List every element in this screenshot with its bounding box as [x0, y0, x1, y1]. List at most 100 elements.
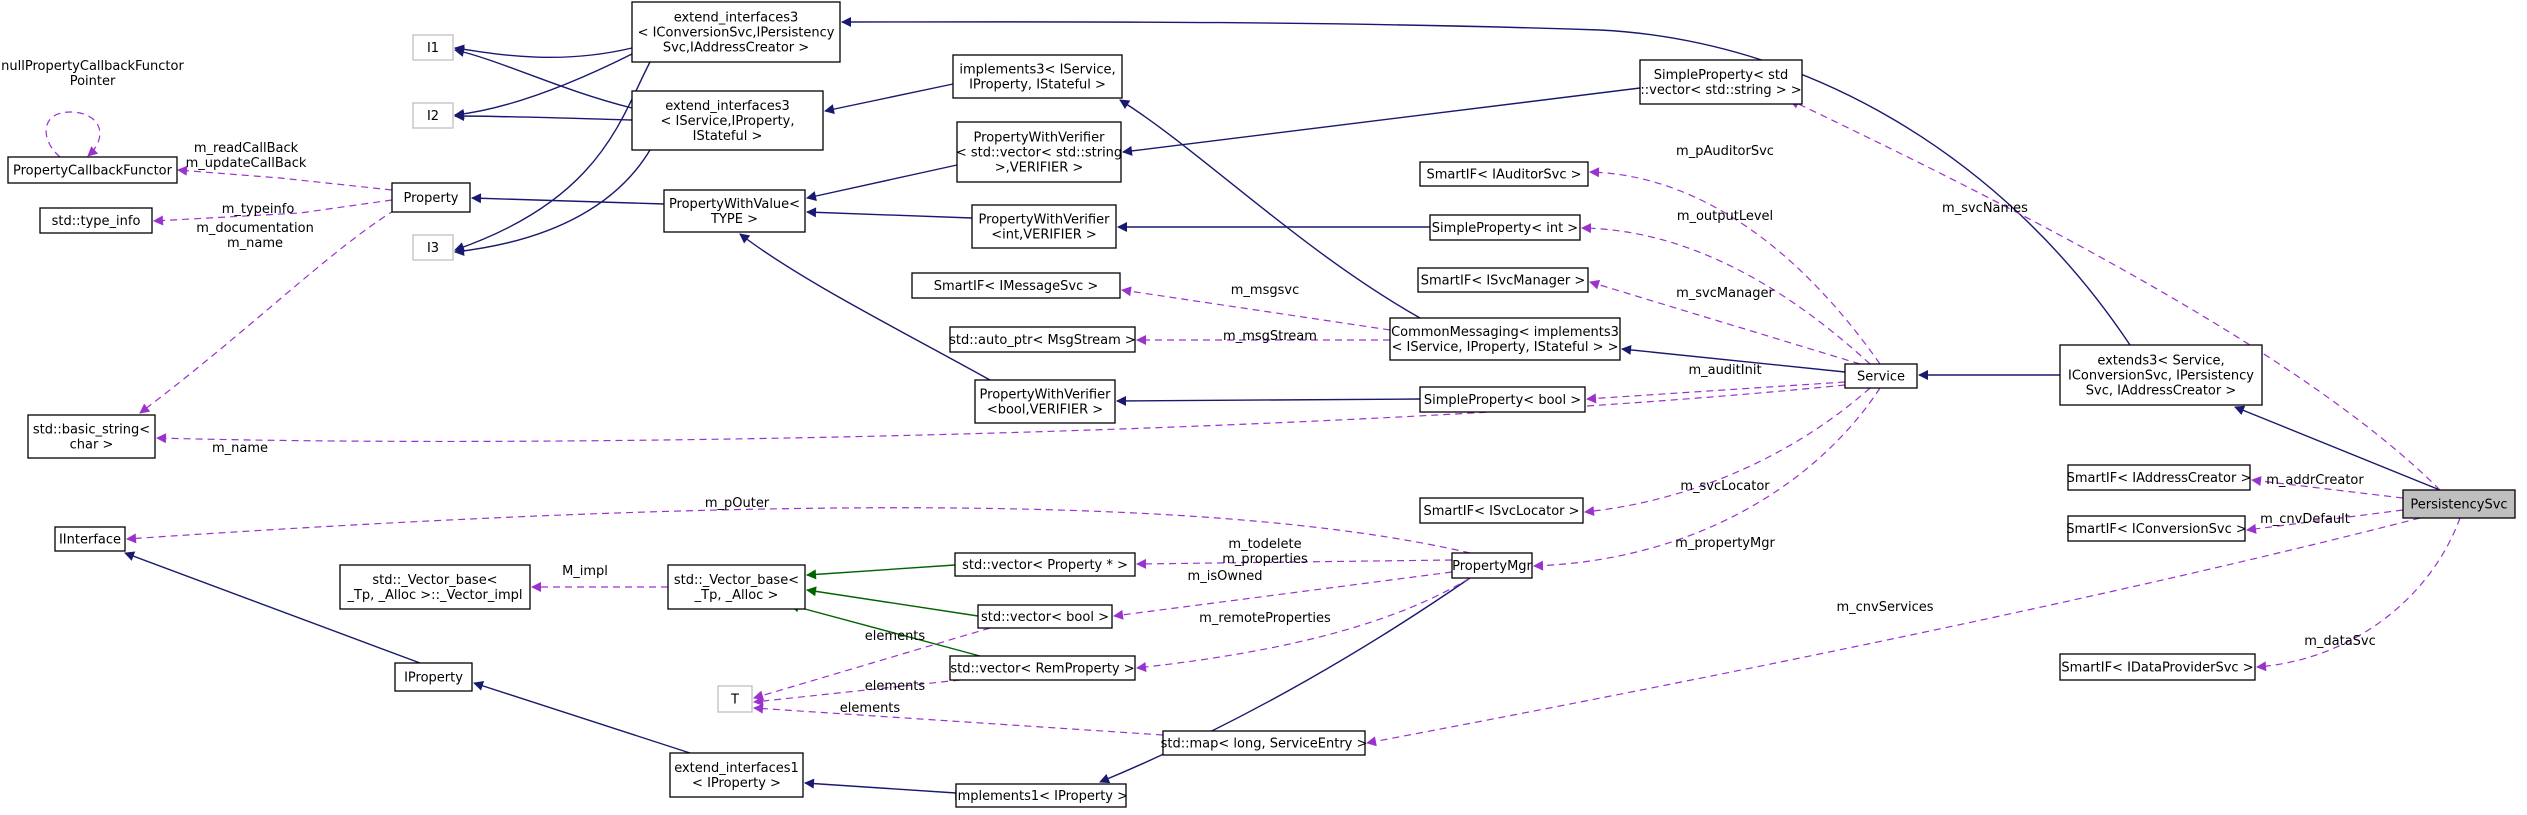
node-sdata[interactable]: SmartIF< IDataProviderSvc > [2059, 653, 2256, 681]
node-persist[interactable]: PersistencySvc [2402, 489, 2516, 519]
node-i2[interactable]: I2 [412, 102, 454, 129]
edge-label-readcb: m_updateCallBack [186, 156, 307, 171]
node-pcf[interactable]: PropertyCallbackFunctor [7, 156, 178, 184]
node-autoptr[interactable]: std::auto_ptr< MsgStream > [949, 326, 1136, 353]
node-box-vecbase [667, 564, 806, 610]
node-box-vecrem [949, 655, 1136, 681]
node-vecimpl[interactable]: std::_Vector_base<_Tp, _Alloc >::_Vector… [339, 564, 531, 610]
node-label-impl1: implements1< IProperty > [954, 789, 1128, 804]
node-box-ext3a [631, 1, 841, 63]
node-vecprop[interactable]: std::vector< Property * > [954, 552, 1136, 577]
node-label-property: Property [403, 191, 458, 206]
node-box-extends3 [2059, 344, 2263, 406]
node-ext1[interactable]: extend_interfaces1< IProperty > [669, 752, 804, 798]
node-label-extends3: IConversionSvc, IPersistency [2068, 369, 2254, 384]
edge-propmgr-to-vecprop [1136, 558, 1453, 569]
edge-pwvbool-to-pwv [739, 233, 991, 381]
edge-label-elements2: elements [865, 679, 926, 694]
node-impl1[interactable]: implements1< IProperty > [954, 783, 1128, 808]
node-service[interactable]: Service [1844, 363, 1918, 389]
edge-label-doc: m_documentation [196, 221, 314, 236]
node-ssvcloc[interactable]: SmartIF< ISvcLocator > [1419, 497, 1584, 524]
node-box-bstring [27, 414, 156, 459]
edge-label-cnvdefault: m_cnvDefault [2260, 512, 2350, 527]
node-label-pwvstr: PropertyWithVerifier [974, 131, 1106, 146]
node-box-persist [2402, 489, 2516, 519]
node-label-ext3b: extend_interfaces3 [665, 99, 790, 114]
node-pwvstr[interactable]: PropertyWithVerifier< std::vector< std::… [956, 121, 1122, 183]
node-pwvbool[interactable]: PropertyWithVerifier<bool,VERIFIER > [974, 379, 1116, 424]
node-vecbase[interactable]: std::_Vector_base<_Tp, _Alloc > [667, 564, 806, 610]
edge-service-to-propmgr [1533, 387, 1881, 571]
node-sauditor[interactable]: SmartIF< IAuditorSvc > [1419, 161, 1589, 187]
node-commsg[interactable]: CommonMessaging< implements3< IService, … [1389, 317, 1621, 361]
edge-property-to-pcf [177, 165, 393, 191]
edge-commsg-to-smsg [1121, 286, 1391, 331]
node-sconv[interactable]: SmartIF< IConversionSvc > [2066, 515, 2247, 542]
node-box-t [717, 685, 753, 713]
node-ext3a[interactable]: extend_interfaces3< IConversionSvc,IPers… [631, 1, 841, 63]
edge-vecrem-to-vecbase [789, 602, 981, 657]
edge-label-outputlevel: m_outputLevel [1677, 209, 1773, 224]
node-box-pwvint [971, 204, 1117, 249]
node-vecrem[interactable]: std::vector< RemProperty > [949, 655, 1136, 681]
edge-commsg-to-impl3 [1119, 99, 1421, 319]
node-label-i1: I1 [427, 41, 439, 56]
node-saddr[interactable]: SmartIF< IAddressCreator > [2067, 464, 2252, 491]
edge-label-datasvc: m_dataSvc [2304, 634, 2376, 649]
node-pwvint[interactable]: PropertyWithVerifier<int,VERIFIER > [971, 204, 1117, 249]
node-box-pcf [7, 156, 178, 184]
node-label-typeinfo: std::type_info [52, 214, 141, 229]
node-spbool[interactable]: SimpleProperty< bool > [1419, 386, 1586, 413]
node-label-saddr: SmartIF< IAddressCreator > [2067, 471, 2252, 486]
node-iproperty[interactable]: IProperty [394, 662, 473, 692]
node-t[interactable]: T [717, 685, 753, 713]
node-label-impl3: implements3< IService, [959, 63, 1115, 78]
edge-label-name: m_name [212, 441, 268, 456]
node-box-ext1 [669, 752, 804, 798]
node-pwv[interactable]: PropertyWithValue<TYPE > [663, 189, 806, 233]
node-ext3b[interactable]: extend_interfaces3< IService,IProperty,I… [631, 90, 824, 151]
node-smsg[interactable]: SmartIF< IMessageSvc > [911, 272, 1121, 299]
edge-label-svclocator: m_svcLocator [1680, 479, 1770, 494]
node-label-iproperty: IProperty [404, 671, 463, 686]
edge-ext3b-to-i3 [454, 149, 651, 256]
edge-label-mimpl: M_impl [562, 564, 608, 579]
node-iinterface[interactable]: IInterface [54, 526, 126, 552]
node-ssvcmgr[interactable]: SmartIF< ISvcManager > [1417, 267, 1589, 293]
node-bstring[interactable]: std::basic_string<char > [27, 414, 156, 459]
node-box-commsg [1389, 317, 1621, 361]
edge-label-doc: m_name [227, 236, 283, 251]
node-vecbool[interactable]: std::vector< bool > [977, 604, 1113, 629]
node-spvec[interactable]: SimpleProperty< std::vector< std::string… [1639, 59, 1803, 105]
edge-service-to-bstring [156, 384, 1846, 444]
node-property[interactable]: Property [391, 182, 471, 213]
node-label-ext3b: IStateful > [693, 129, 763, 144]
node-i1[interactable]: I1 [412, 34, 454, 61]
node-box-spbool [1419, 386, 1586, 413]
node-propmgr[interactable]: PropertyMgr [1451, 552, 1533, 579]
node-impl3[interactable]: implements3< IService,IProperty, IStatef… [952, 54, 1123, 99]
edges-layer [45, 16, 2461, 794]
node-label-vecprop: std::vector< Property * > [962, 558, 1128, 573]
node-box-impl3 [952, 54, 1123, 99]
edge-label-remote: m_remoteProperties [1199, 611, 1331, 626]
edge-vecprop-to-vecbase [806, 564, 956, 580]
node-label-sdata: SmartIF< IDataProviderSvc > [2061, 661, 2253, 676]
node-extends3[interactable]: extends3< Service,IConversionSvc, IPersi… [2059, 344, 2263, 406]
node-mapse[interactable]: std::map< long, ServiceEntry > [1161, 730, 1368, 756]
edge-label-pauditor: m_pAuditorSvc [1676, 144, 1774, 159]
node-typeinfo[interactable]: std::type_info [39, 207, 153, 234]
node-spint[interactable]: SimpleProperty< int > [1429, 214, 1581, 241]
edge-vecrem-to-t [753, 679, 961, 707]
node-i3[interactable]: I3 [412, 234, 454, 261]
edge-ext1-to-iproperty [473, 681, 691, 754]
node-label-commsg: < IService, IProperty, IStateful > > [1392, 340, 1619, 355]
node-label-iinterface: IInterface [59, 533, 121, 548]
edge-impl1-to-ext1 [804, 778, 957, 794]
edge-label-elements3: elements [840, 701, 901, 716]
node-box-pwvstr [956, 121, 1122, 183]
node-label-extends3: Svc, IAddressCreator > [2086, 384, 2236, 399]
